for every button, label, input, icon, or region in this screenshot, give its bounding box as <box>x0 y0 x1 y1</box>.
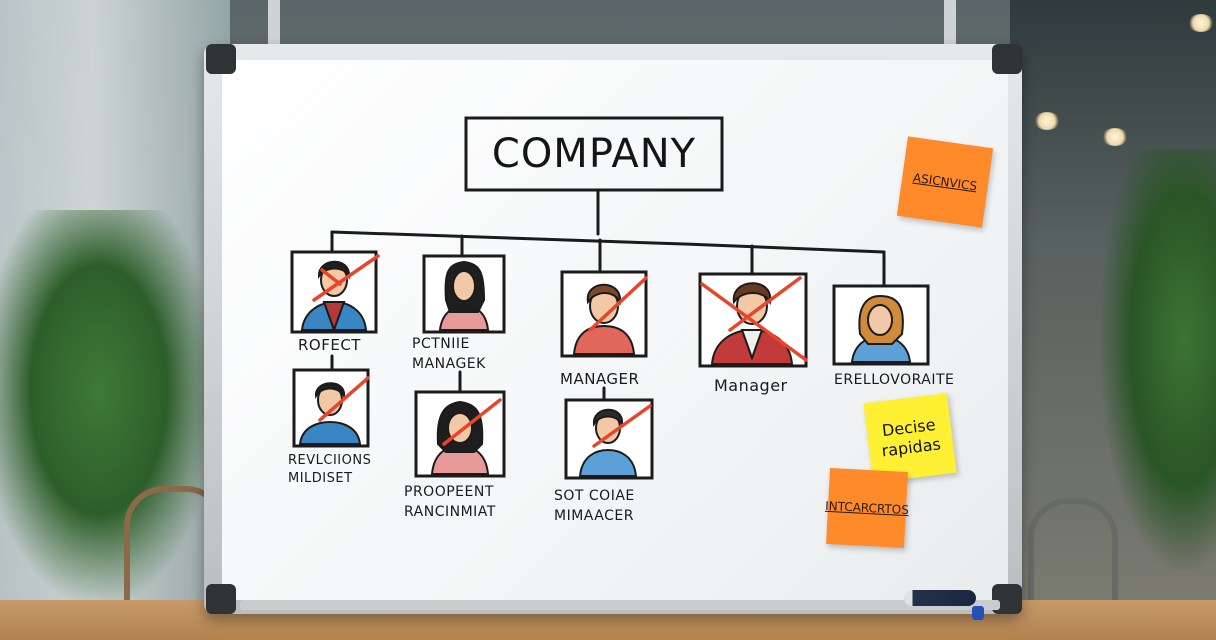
person-shirt <box>322 301 346 333</box>
frame-corner <box>206 584 236 614</box>
role-label: SOT COIAE MIMAACER <box>554 488 635 524</box>
sticky-note-orange: INTCARCRTOS <box>824 468 910 548</box>
person-shirt <box>298 420 362 445</box>
company-title: COMPANY <box>491 131 697 177</box>
person-face <box>867 304 893 336</box>
potted-plant-right <box>1100 150 1216 570</box>
frame-corner <box>206 44 236 74</box>
frame-corner <box>992 44 1022 74</box>
role-label: PCTNIIE MANAGEK <box>412 336 486 372</box>
company-box <box>464 116 724 192</box>
person-hair <box>314 382 346 400</box>
chair-right <box>1028 498 1118 614</box>
cross-mark <box>592 404 652 448</box>
sticky-note-text: ASICNVICS <box>912 170 978 194</box>
sticky-note-yellow: Decise rapidas <box>863 393 957 483</box>
stand-pole-left <box>268 0 280 46</box>
role-label: MANAGER <box>560 370 640 388</box>
person-face <box>452 270 476 302</box>
stand-pole-right <box>944 0 956 46</box>
role-label: REVLCIIONS MILDISET <box>288 453 372 486</box>
whiteboard-marker <box>904 590 976 606</box>
cross-mark <box>442 398 502 446</box>
ceiling-light <box>1188 14 1214 32</box>
role-label: ROFECT <box>298 336 361 354</box>
connector-line <box>330 230 886 254</box>
marker-cap <box>972 606 984 620</box>
cross-mark <box>700 276 808 362</box>
cross-mark <box>588 276 648 332</box>
ceiling-light <box>1102 128 1128 146</box>
role-label: ERELLOVORAITE <box>834 372 955 388</box>
role-label: PROOPEENT RANCINMIAT <box>404 484 496 520</box>
person-shirt <box>740 329 764 361</box>
cross-mark <box>318 376 370 422</box>
cross-mark <box>312 254 380 302</box>
ceiling-light <box>1034 112 1060 130</box>
sticky-note-text: INTCARCRTOS <box>824 498 910 518</box>
potted-plant-left <box>0 210 220 610</box>
person-shirt <box>578 448 638 477</box>
person-shirt <box>572 324 636 355</box>
role-label: Manager <box>714 376 788 395</box>
sticky-note-orange: ASICNVICS <box>896 136 994 228</box>
marker-tray <box>240 600 1000 610</box>
